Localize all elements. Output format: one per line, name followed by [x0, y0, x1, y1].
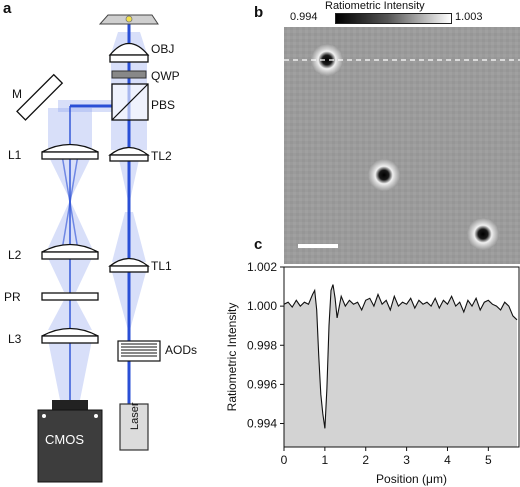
label-qwp: QWP	[151, 69, 180, 83]
x-tick-label: 2	[362, 453, 369, 467]
laser-box	[119, 403, 149, 451]
optical-setup-diagram	[16, 14, 161, 483]
label-objective: OBJ	[151, 42, 175, 56]
plot-frame	[283, 266, 520, 448]
label-laser: Laser	[129, 402, 141, 430]
lens-l2	[41, 243, 99, 260]
label-pbs: PBS	[151, 98, 176, 112]
particle-spot	[368, 159, 400, 191]
y-tick-label: 1.000	[247, 299, 277, 313]
panel-b-letter: b	[254, 4, 264, 21]
sample-particle	[125, 15, 133, 23]
label-mirror: M	[12, 87, 22, 101]
colorbar-min: 0.994	[290, 11, 318, 23]
mirror	[16, 73, 64, 121]
colorbar-title: Ratiometric Intensity	[325, 0, 425, 12]
x-tick-label: 0	[281, 453, 288, 467]
phase-retarder	[41, 292, 99, 301]
series-line	[283, 284, 518, 429]
scale-bar	[298, 244, 338, 248]
acousto-optic-deflectors	[117, 340, 161, 362]
particle-spot	[311, 44, 343, 76]
y-tick-label: 1.002	[247, 260, 277, 274]
lens-l1	[41, 143, 99, 160]
quarter-wave-plate	[111, 70, 147, 79]
y-tick-label: 0.998	[247, 338, 277, 352]
y-tick-label: 0.994	[247, 417, 277, 431]
label-aods: AODs	[165, 343, 198, 357]
x-tick-label: 5	[485, 453, 492, 467]
label-tl1: TL1	[151, 259, 172, 273]
label-l2: L2	[8, 248, 22, 262]
panel-a-letter: a	[3, 0, 12, 17]
label-l3: L3	[8, 332, 22, 346]
label-cmos: CMOS	[45, 432, 84, 447]
x-tick-label: 1	[322, 453, 329, 467]
label-pr: PR	[4, 290, 21, 304]
x-tick-label: 4	[444, 453, 451, 467]
colorbar	[335, 13, 452, 24]
tube-lens-2	[108, 146, 150, 162]
x-tick-label: 3	[403, 453, 410, 467]
y-tick-label: 0.996	[247, 377, 277, 391]
lens-l3	[41, 327, 99, 344]
ratiometric-image	[284, 27, 520, 264]
cmos-camera	[37, 400, 103, 483]
panel-c-letter: c	[254, 236, 263, 253]
label-l1: L1	[8, 148, 22, 162]
x-axis-label: Position (μm)	[376, 472, 447, 486]
tube-lens-1	[108, 257, 150, 273]
particle-spot	[467, 218, 499, 250]
label-tl2: TL2	[151, 149, 172, 163]
series-area	[284, 284, 517, 447]
colorbar-max: 1.003	[455, 11, 483, 23]
